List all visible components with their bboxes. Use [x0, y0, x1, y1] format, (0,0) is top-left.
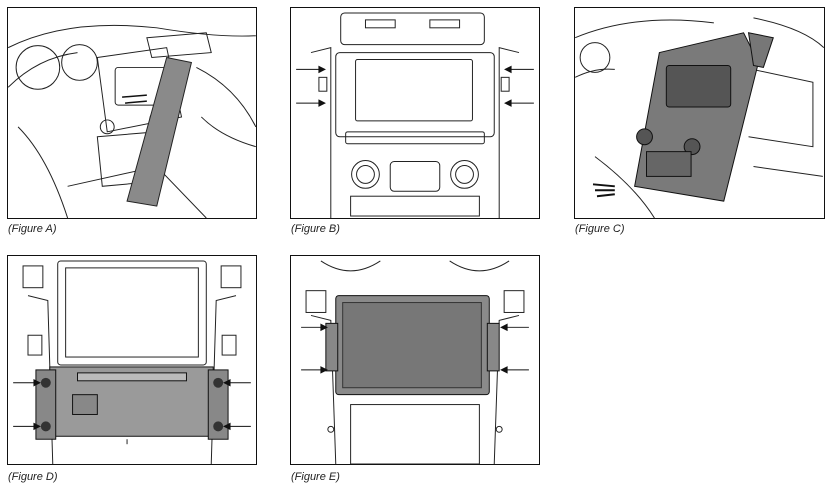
- figure-b-drawing: [296, 12, 534, 218]
- trim-panel: [126, 56, 193, 207]
- figure-a-caption: (Figure A): [8, 223, 57, 235]
- figure-e-illustration: [290, 255, 540, 465]
- figure-e-caption: (Figure E): [291, 471, 340, 483]
- figure-c-caption: (Figure C): [575, 223, 625, 235]
- figure-d-illustration: [7, 255, 257, 465]
- figure-a-drawing: [8, 24, 256, 218]
- figure-b-illustration: [290, 7, 540, 219]
- figure-c-drawing: [575, 17, 824, 218]
- figure-b-caption: (Figure B): [291, 223, 340, 235]
- arrows-b: [296, 65, 534, 107]
- figure-a-illustration: [7, 7, 257, 219]
- figure-d-caption: (Figure D): [8, 471, 58, 483]
- figure-d-drawing: [13, 260, 251, 464]
- screen-c: [665, 64, 732, 108]
- arrows-e: [301, 323, 529, 374]
- figure-c-illustration: [574, 7, 825, 219]
- figure-e-drawing: [301, 260, 529, 464]
- arrows-d: [13, 379, 251, 431]
